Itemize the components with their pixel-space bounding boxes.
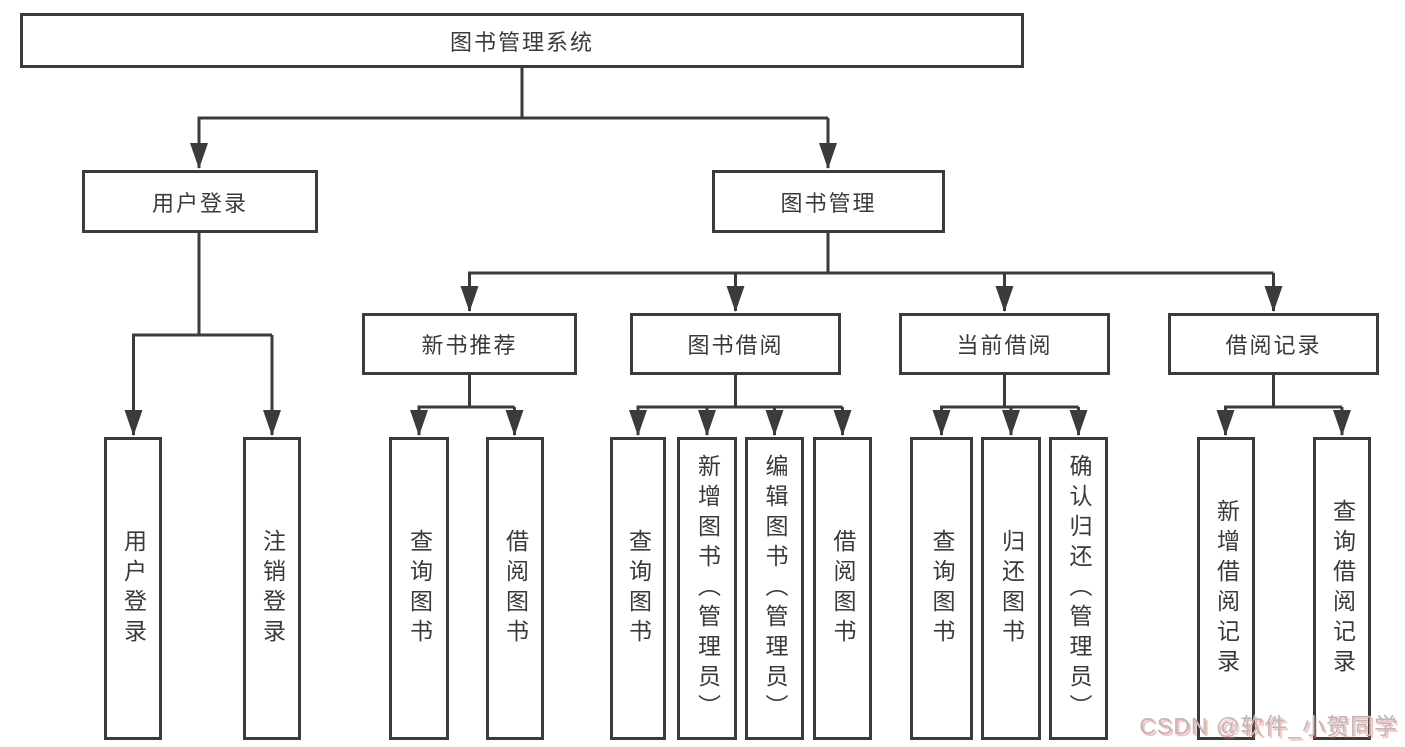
leaf-user-login: 用户登录 <box>104 437 162 740</box>
leaf-borrow-books-recommend: 借阅图书 <box>486 437 544 740</box>
leaf-return-book: 归还图书 <box>981 437 1041 740</box>
node-new-book-recommend: 新书推荐 <box>362 313 577 375</box>
node-book-management: 图书管理 <box>712 170 945 233</box>
leaf-query-borrow-record: 查询借阅记录 <box>1313 437 1371 740</box>
csdn-watermark: CSDN @软件_小贺同学 <box>1139 713 1398 739</box>
leaf-query-books-current: 查询图书 <box>910 437 973 740</box>
leaf-confirm-return-admin: 确认归还（管理员） <box>1049 437 1108 740</box>
node-borrow-records: 借阅记录 <box>1168 313 1379 375</box>
node-root-system: 图书管理系统 <box>20 13 1024 68</box>
leaf-edit-book-admin: 编辑图书（管理员） <box>745 437 804 740</box>
leaf-query-books-recommend: 查询图书 <box>389 437 449 740</box>
leaf-add-borrow-record: 新增借阅记录 <box>1197 437 1255 740</box>
node-user-login: 用户登录 <box>82 170 318 233</box>
leaf-query-books-borrow: 查询图书 <box>610 437 666 740</box>
node-current-borrow: 当前借阅 <box>899 313 1110 375</box>
leaf-borrow-books: 借阅图书 <box>813 437 872 740</box>
leaf-add-book-admin: 新增图书（管理员） <box>677 437 737 740</box>
leaf-logout: 注销登录 <box>243 437 301 740</box>
node-book-borrow: 图书借阅 <box>630 313 841 375</box>
